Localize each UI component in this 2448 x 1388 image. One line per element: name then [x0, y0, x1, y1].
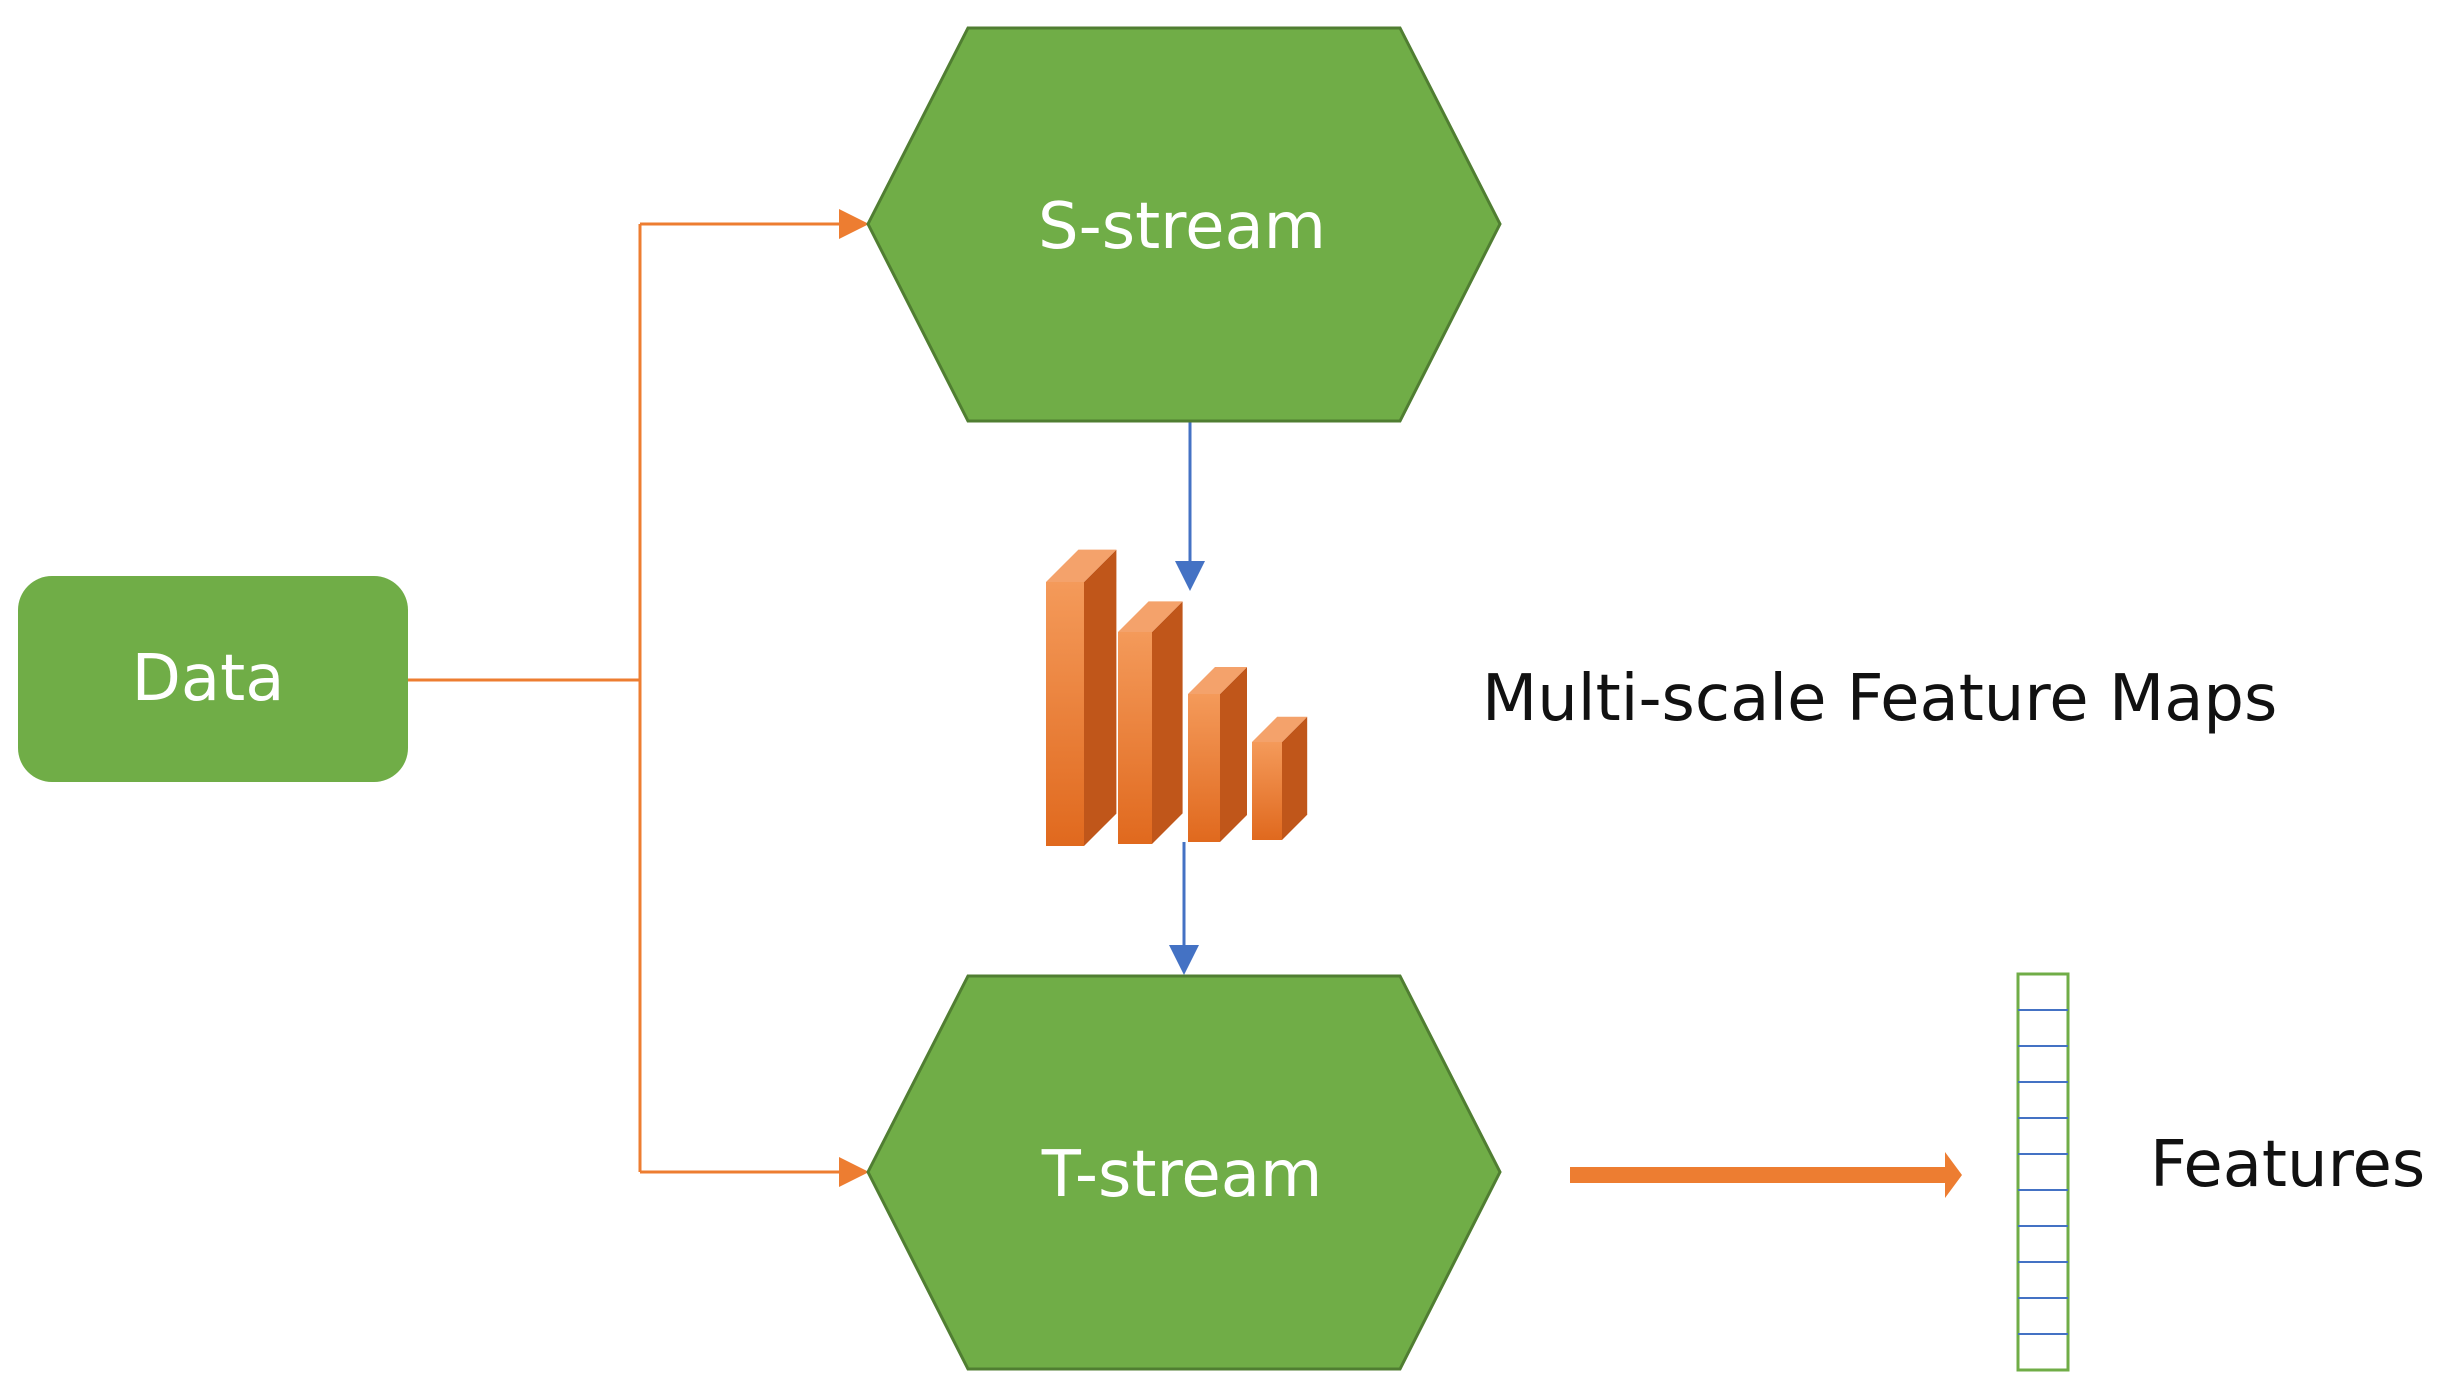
feature-map-bar-front	[1046, 582, 1084, 846]
feature-map-bar	[1188, 667, 1247, 842]
feature-map-bar-side	[1282, 716, 1308, 840]
feature-map-bar-top	[1118, 601, 1183, 632]
s-stream-label: S-stream	[1038, 190, 1326, 264]
feature-map-bar-front	[1252, 742, 1282, 840]
feature-map-bar-side	[1220, 667, 1247, 842]
feature-map-bar-front	[1188, 694, 1220, 842]
data-node[interactable]: Data	[18, 576, 408, 782]
s-stream-node[interactable]: S-stream	[866, 26, 1502, 423]
s-stream-hexagon	[866, 26, 1502, 423]
feature-vector	[2016, 972, 2070, 1372]
feature-map-bar-side	[1084, 549, 1117, 846]
data-node-box	[18, 576, 408, 782]
output-arrow	[1570, 1152, 1962, 1198]
feature-maps-icon	[1046, 549, 1308, 846]
feature-map-bar-front	[1118, 632, 1152, 844]
data-node-label: Data	[132, 642, 285, 716]
output-arrow-head	[1945, 1152, 1962, 1198]
feature-map-bar-side	[1152, 601, 1183, 844]
feature-map-bar-top	[1188, 667, 1247, 694]
feature-vector-frame	[2016, 972, 2070, 1372]
t-stream-node[interactable]: T-stream	[866, 974, 1502, 1371]
feature-flow-arrows	[1169, 422, 1205, 975]
feature-map-bar	[1252, 716, 1308, 840]
t-stream-hexagon	[866, 974, 1502, 1371]
t-stream-label: T-stream	[1041, 1138, 1323, 1212]
feature-maps-label: Multi-scale Feature Maps	[1482, 662, 2277, 736]
output-arrow-shaft	[1570, 1167, 1950, 1183]
feature-map-bar-top	[1252, 716, 1308, 742]
feature-map-bar-top	[1046, 549, 1117, 582]
feature-map-bar	[1046, 549, 1117, 846]
feature-map-bar	[1118, 601, 1183, 844]
data-connectors	[408, 209, 869, 1187]
features-label: Features	[2150, 1128, 2425, 1202]
